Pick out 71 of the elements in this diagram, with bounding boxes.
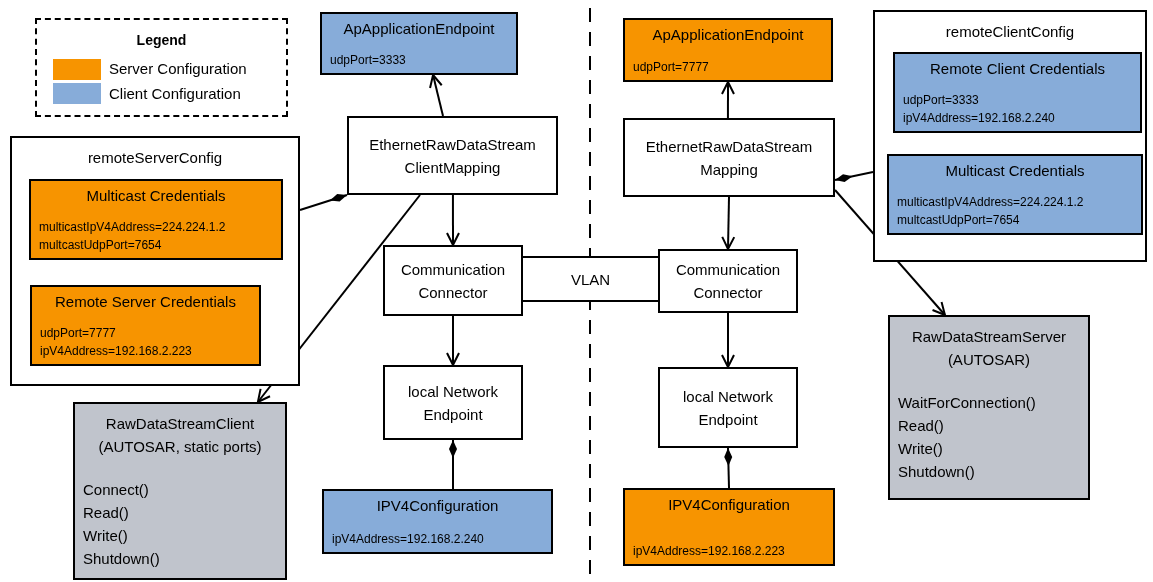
package-box xyxy=(873,10,1147,262)
package-box xyxy=(10,136,300,386)
class-box xyxy=(320,12,518,75)
component-box xyxy=(888,315,1090,500)
class-box xyxy=(383,365,523,440)
class-name: EthernetRawDataStream Mapping xyxy=(644,136,814,180)
class-box xyxy=(29,179,283,260)
method-text: WaitForConnection() xyxy=(898,393,1037,413)
arrow xyxy=(446,315,460,366)
legend-text: Server Configuration xyxy=(109,59,247,79)
method-text: Shutdown() xyxy=(898,462,976,482)
attribute-text: udpPort=3333 xyxy=(330,52,407,69)
class-box xyxy=(383,245,523,316)
class-name: IPV4Configuration xyxy=(375,497,500,516)
class-name: EthernetRawDataStream ClientMapping xyxy=(368,134,537,178)
method-text: Write() xyxy=(898,439,944,459)
attribute-text: ipV4Address=192.168.2.223 xyxy=(633,543,786,560)
class-box xyxy=(623,118,835,197)
arrow xyxy=(721,81,735,119)
method-text: Read() xyxy=(898,416,945,436)
attribute-text: ipV4Address=192.168.2.223 xyxy=(40,343,193,360)
attribute-text: multicastIpV4Address=224.224.1.2 xyxy=(897,194,1085,211)
method-text: Read() xyxy=(83,503,130,523)
class-name: Multicast Credentials xyxy=(944,162,1086,181)
class-name: Communication Connector xyxy=(674,260,782,303)
attribute-text: ipV4Address=192.168.2.240 xyxy=(332,531,485,548)
attribute-text: multcastUdpPort=7654 xyxy=(897,212,1021,229)
composition-line xyxy=(834,171,874,183)
class-box xyxy=(887,154,1143,235)
package-name: remoteServerConfig xyxy=(87,149,223,166)
arrow xyxy=(721,312,735,368)
arrow xyxy=(446,194,460,246)
component-box xyxy=(73,402,287,580)
legend-title: Legend xyxy=(136,32,187,48)
band-label: VLAN xyxy=(570,269,611,290)
method-text: Write() xyxy=(83,526,129,546)
attribute-text: udpPort=3333 xyxy=(903,92,980,109)
attribute-text: ipV4Address=192.168.2.240 xyxy=(903,110,1056,127)
class-box xyxy=(623,18,833,82)
attribute-text: udpPort=7777 xyxy=(40,325,117,342)
attribute-text: udpPort=7777 xyxy=(633,59,710,76)
class-box xyxy=(658,367,798,448)
attribute-text: multicastIpV4Address=224.224.1.2 xyxy=(39,219,227,236)
class-name: RawDataStreamClient (AUTOSAR, static ports) xyxy=(97,414,263,457)
class-name: Remote Client Credentials xyxy=(928,60,1107,79)
class-name: RawDataStreamServer (AUTOSAR) xyxy=(910,327,1068,370)
class-name: local Network Endpoint xyxy=(407,381,499,425)
composition-line xyxy=(299,193,348,211)
attribute-text: multcastUdpPort=7654 xyxy=(39,237,163,254)
class-box xyxy=(322,489,553,554)
package-name: remoteClientConfig xyxy=(945,23,1075,40)
class-name: Multicast Credentials xyxy=(85,187,227,206)
class-box xyxy=(623,488,835,566)
class-box xyxy=(893,52,1142,133)
legend-text: Client Configuration xyxy=(109,83,241,104)
composition-line xyxy=(449,439,457,490)
class-name: ApApplicationEndpoint xyxy=(651,26,805,45)
class-box xyxy=(658,249,798,313)
method-text: Connect() xyxy=(83,480,150,500)
class-name: Remote Server Credentials xyxy=(54,293,237,312)
network-band xyxy=(523,256,658,302)
class-name: IPV4Configuration xyxy=(667,496,791,515)
class-box xyxy=(30,285,261,366)
class-name: Communication Connector xyxy=(399,259,507,303)
method-text: Shutdown() xyxy=(83,549,161,569)
arrow xyxy=(721,196,736,250)
class-box xyxy=(347,116,558,195)
composition-line xyxy=(724,447,733,489)
arrow xyxy=(429,74,444,117)
class-name: ApApplicationEndpoint xyxy=(342,20,496,39)
class-name: local Network Endpoint xyxy=(682,386,774,430)
